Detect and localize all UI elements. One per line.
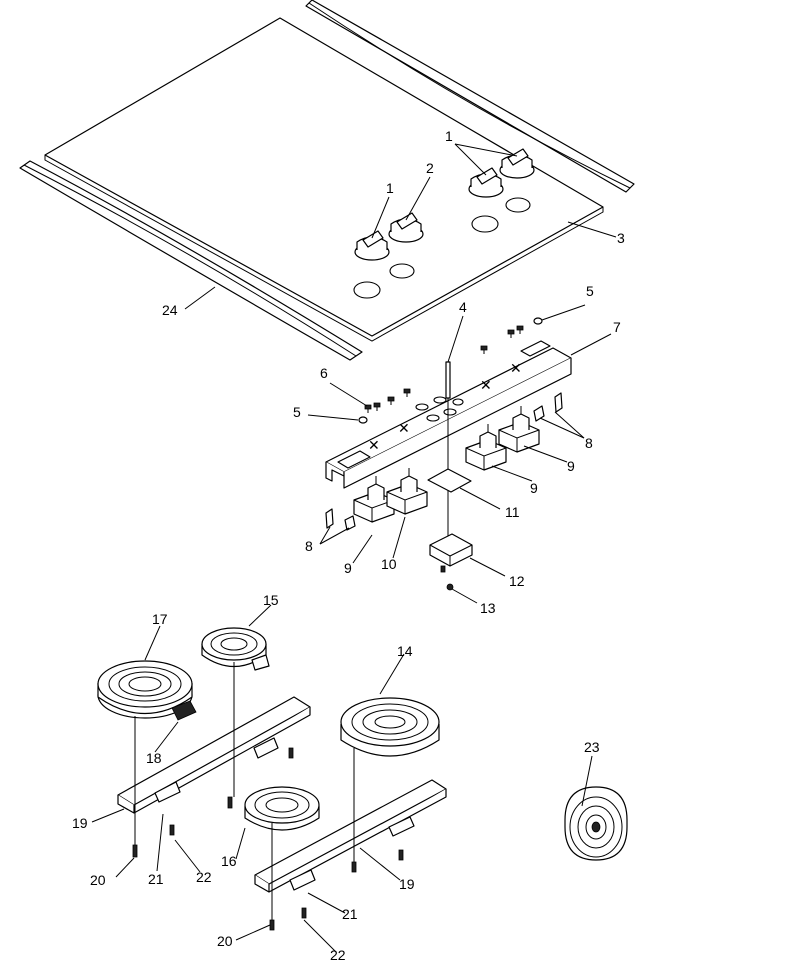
callout-23: 23 [584,739,600,755]
callout-labels: 1 1 2 3 4 5 5 6 7 8 8 9 9 9 10 11 12 13 … [72,128,625,963]
mounting-screw [398,849,404,861]
radiant-element-small-top [201,627,270,671]
screw [364,404,372,414]
screw [387,396,395,406]
callout-9: 9 [567,458,575,474]
radiant-element-large-right [340,697,440,757]
callout-5: 5 [586,283,594,299]
screw [403,388,411,398]
terminal-clip [325,392,563,531]
callout-18: 18 [146,750,162,766]
callout-22: 22 [330,947,346,963]
callout-10: 10 [381,556,397,572]
callout-16: 16 [221,853,237,869]
callout-2: 2 [426,160,434,176]
callout-1: 1 [445,128,453,144]
callout-8: 8 [585,435,593,451]
screw [480,345,488,355]
cooktop-glass-panel [44,17,604,342]
svg-text:✕: ✕ [398,420,410,436]
callout-24: 24 [162,302,178,318]
callout-8: 8 [305,538,313,554]
indicator-light-module [429,533,473,573]
hex-nut [446,583,454,591]
insulator-pad [427,468,472,493]
radiant-element-large-left [97,660,197,721]
callout-19: 19 [72,815,88,831]
callout-20: 20 [217,933,233,949]
callout-1: 1 [386,180,394,196]
callout-22: 22 [196,869,212,885]
callout-15: 15 [263,592,279,608]
assembly-lines [134,662,355,920]
callout-9: 9 [530,480,538,496]
callout-4: 4 [459,299,467,315]
callout-3: 3 [617,230,625,246]
callout-13: 13 [480,600,496,616]
callout-7: 7 [613,319,621,335]
callout-20: 20 [90,872,106,888]
mounting-screw [169,824,175,836]
front-trim-strip [19,160,363,361]
screw [373,402,381,412]
screw [516,325,524,335]
mounting-screw [269,919,275,931]
callout-17: 17 [152,611,168,627]
callout-19: 19 [399,876,415,892]
mounting-screw [288,747,294,759]
sealing-tape-roll [564,786,628,861]
pilot-shaft [445,361,451,399]
callout-12: 12 [509,573,525,589]
plug-cap [533,317,543,325]
svg-text:✕: ✕ [510,360,522,376]
mounting-screw [132,844,138,858]
leader-lines [91,143,617,953]
plug-cap [358,416,368,424]
callout-9: 9 [344,560,352,576]
burner-hole [471,215,499,233]
burner-hole [505,197,531,213]
burner-hole [389,263,415,279]
mounting-screw [301,907,307,919]
element-bracket-left [117,696,311,814]
mounting-screw [351,861,357,873]
radiant-element-small-lower [244,786,320,831]
screw [507,329,515,339]
svg-text:✕: ✕ [480,377,492,393]
mounting-screw [227,796,233,809]
callout-14: 14 [397,643,413,659]
callout-6: 6 [320,365,328,381]
callout-11: 11 [505,504,520,520]
callout-5: 5 [293,404,301,420]
svg-text:✕: ✕ [368,437,380,453]
burner-hole [353,281,381,299]
rear-trim-strip [305,0,635,193]
infinite-switch [386,467,428,515]
callout-21: 21 [148,871,164,887]
element-bracket-right [254,779,447,893]
callout-21: 21 [342,906,358,922]
infinite-switch [498,405,540,453]
